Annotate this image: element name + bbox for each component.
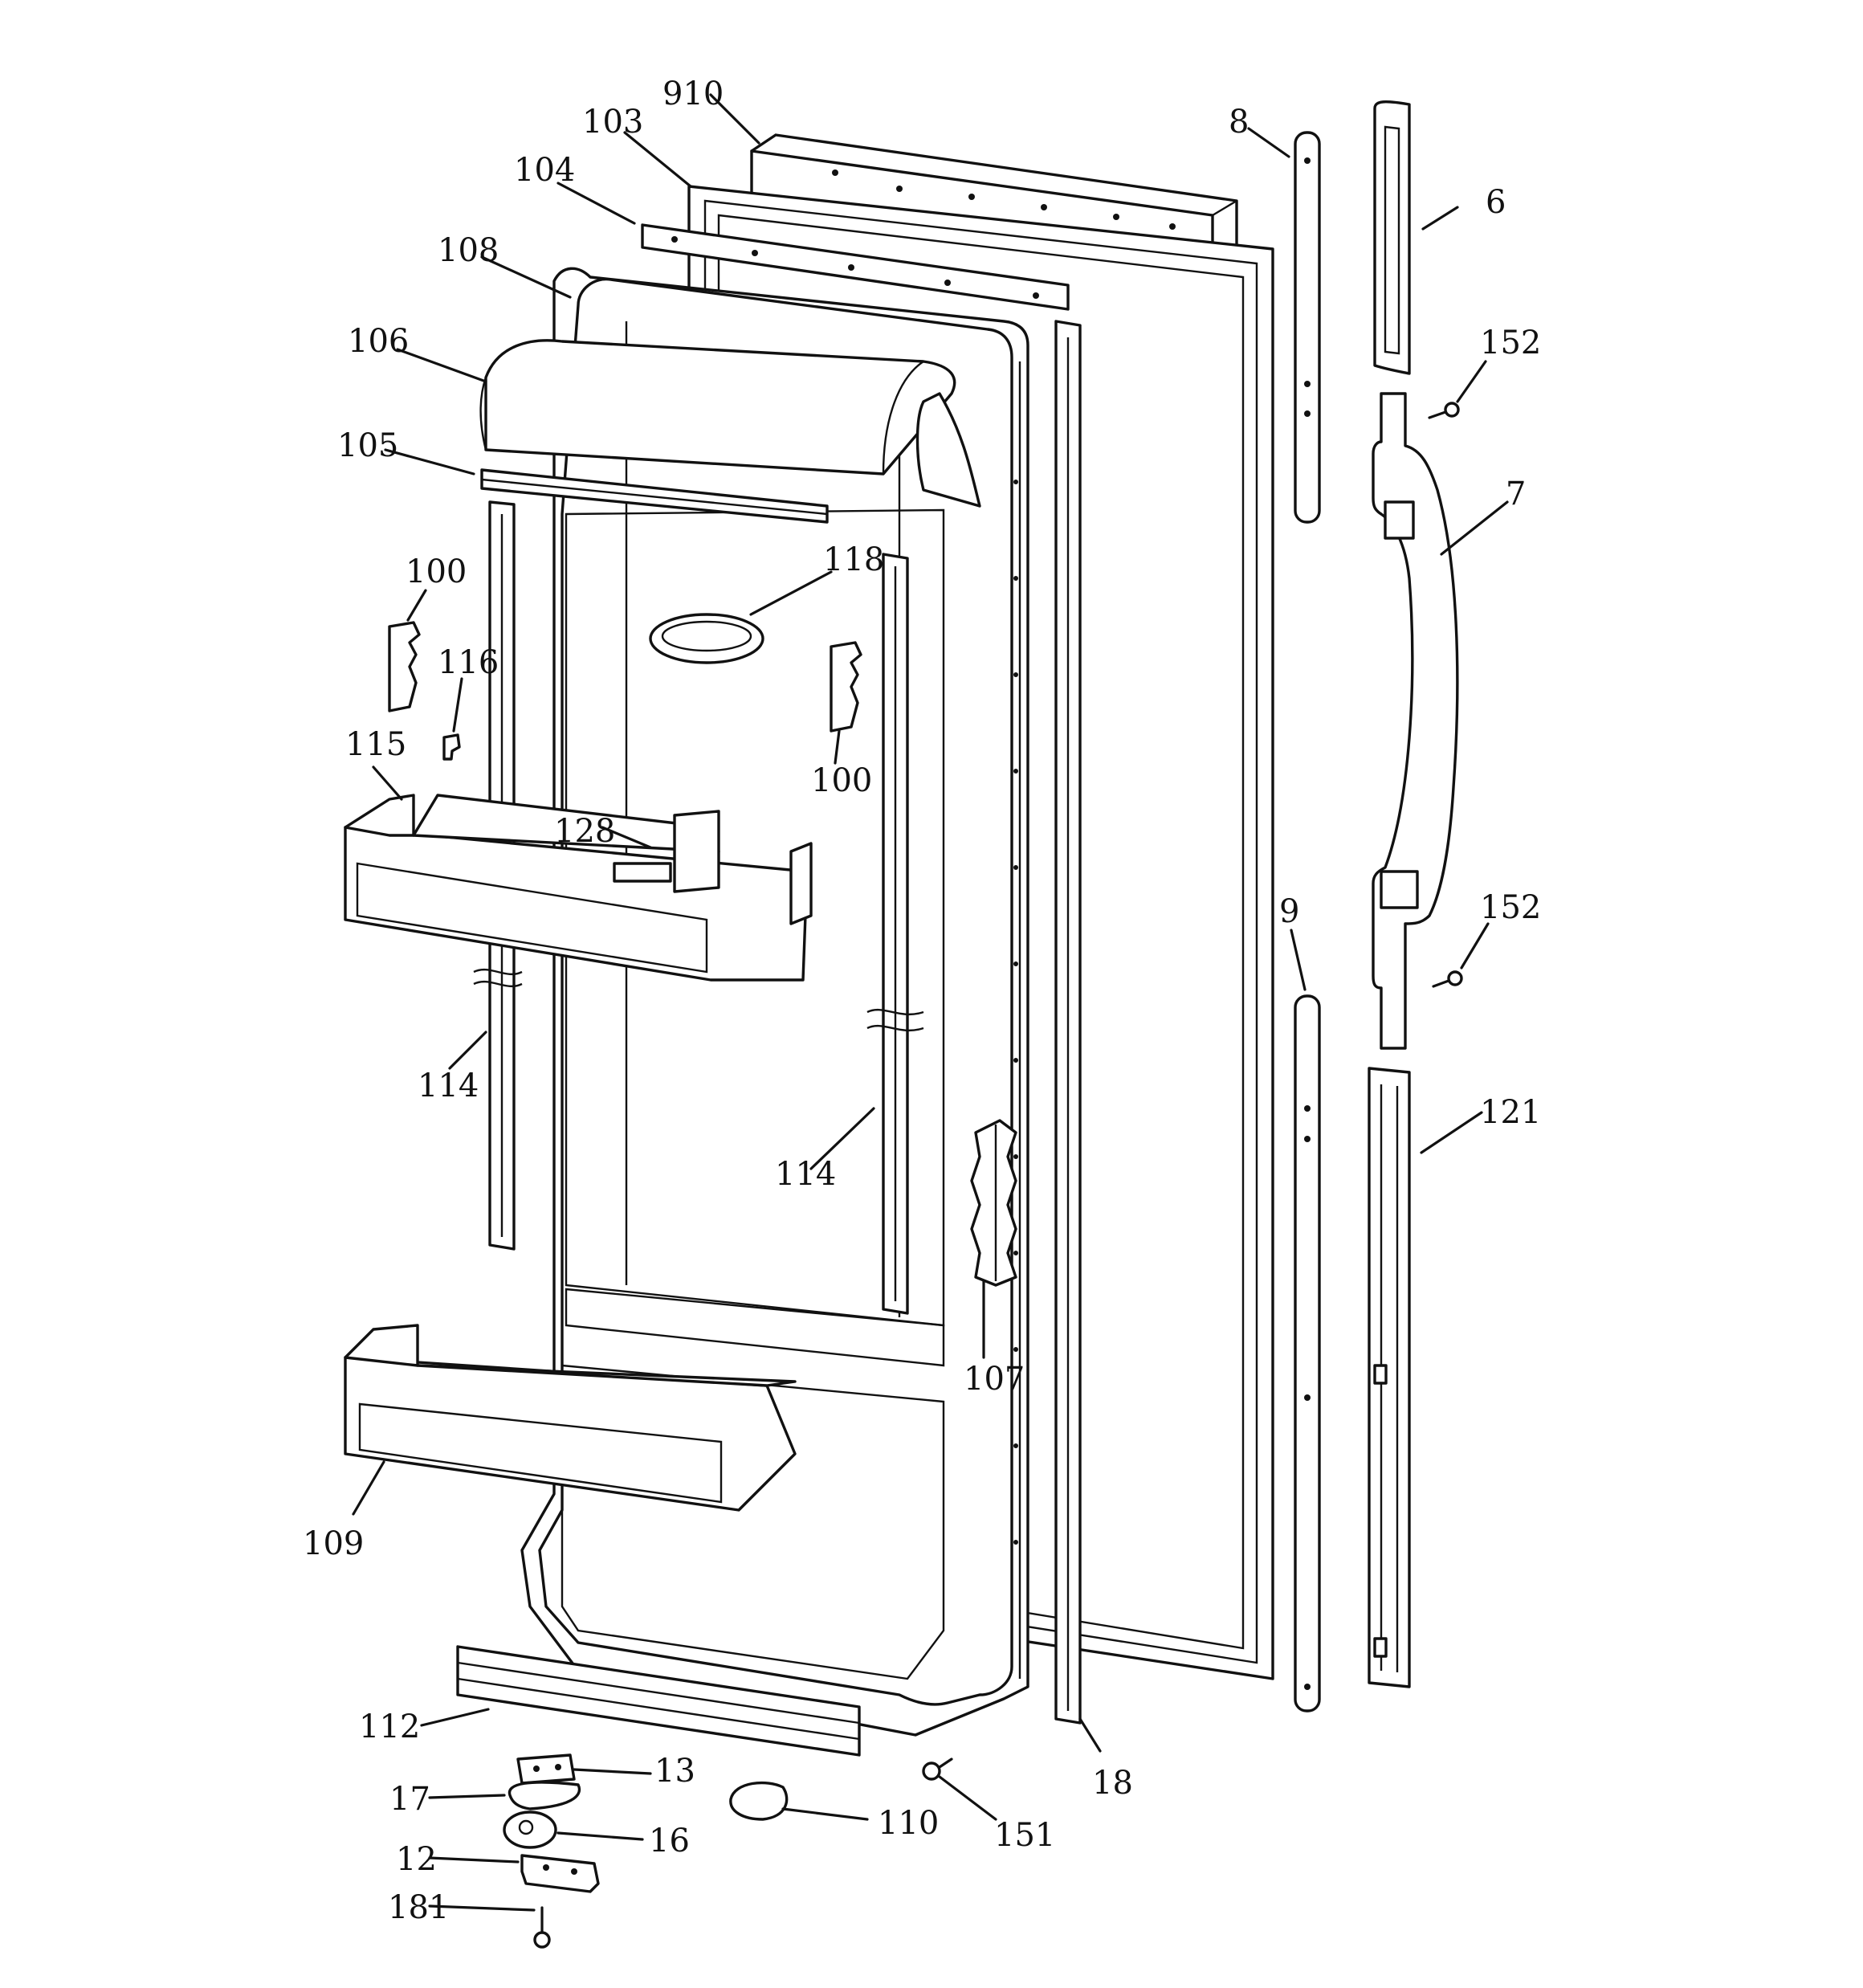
label-112: 112 (359, 1708, 420, 1745)
hinge-side-strip (1054, 320, 1082, 1725)
screw-151 (922, 1757, 953, 1781)
label-103: 103 (582, 104, 643, 141)
label-910: 910 (662, 76, 724, 112)
label-114-left: 114 (418, 1067, 479, 1104)
screw-lower (1432, 970, 1463, 988)
label-9: 9 (1279, 893, 1299, 930)
label-106: 106 (348, 323, 409, 360)
hinge-cam-16 (503, 1810, 557, 1849)
label-7: 7 (1506, 476, 1526, 512)
trim-strip-upper (1294, 131, 1321, 524)
label-100-left: 100 (406, 553, 467, 590)
handle-end-cap-top (1373, 100, 1411, 375)
label-115: 115 (345, 726, 406, 763)
plug-110 (729, 1781, 789, 1821)
bottom-trim-strip (456, 1645, 861, 1757)
label-114-center: 114 (775, 1156, 836, 1193)
label-16: 16 (649, 1823, 690, 1859)
label-100-right: 100 (811, 762, 872, 799)
door-stop-cam (970, 1119, 1017, 1287)
rail-clip-left (388, 621, 421, 712)
label-6: 6 (1486, 184, 1506, 221)
dairy-trim-strip (480, 468, 829, 524)
label-121: 121 (1480, 1094, 1541, 1131)
label-151: 151 (994, 1817, 1055, 1854)
butter-compartment-oval (649, 613, 764, 664)
label-17: 17 (389, 1781, 430, 1818)
part-labels: 910 103 104 108 106 105 100 116 118 100 … (303, 76, 1541, 1926)
door-bin-upper (344, 794, 813, 982)
label-12: 12 (396, 1841, 437, 1878)
rail-clip-right (830, 641, 862, 733)
center-shelf-rail (866, 553, 924, 1315)
hinge-screw-181 (533, 1906, 551, 1949)
label-152-upper: 152 (1480, 325, 1541, 361)
handle-end-cap-bottom (1368, 1067, 1411, 1688)
label-8: 8 (1229, 104, 1249, 141)
label-181: 181 (388, 1889, 449, 1926)
label-116: 116 (438, 644, 499, 681)
top-mounting-strip (641, 223, 1070, 311)
screw-upper (1428, 402, 1460, 419)
label-13: 13 (654, 1753, 695, 1790)
hinge-shim-17 (508, 1781, 581, 1810)
dairy-compartment-cover (479, 339, 981, 508)
door-handle (1372, 392, 1459, 1050)
hinge-plate-13 (516, 1753, 576, 1785)
hinge-bracket-12 (520, 1854, 600, 1893)
label-108: 108 (438, 232, 499, 269)
label-118: 118 (823, 541, 884, 578)
label-105: 105 (337, 427, 398, 464)
label-128: 128 (554, 813, 615, 850)
label-152-lower: 152 (1480, 889, 1541, 926)
label-104: 104 (514, 152, 575, 189)
label-107: 107 (964, 1361, 1025, 1398)
door-bin-lower (344, 1324, 797, 1512)
small-clip (442, 733, 461, 761)
label-109: 109 (303, 1525, 364, 1562)
label-110: 110 (878, 1805, 939, 1842)
leader-lines (352, 93, 1509, 1912)
label-18: 18 (1092, 1765, 1133, 1802)
trim-strip-lower (1294, 994, 1321, 1712)
